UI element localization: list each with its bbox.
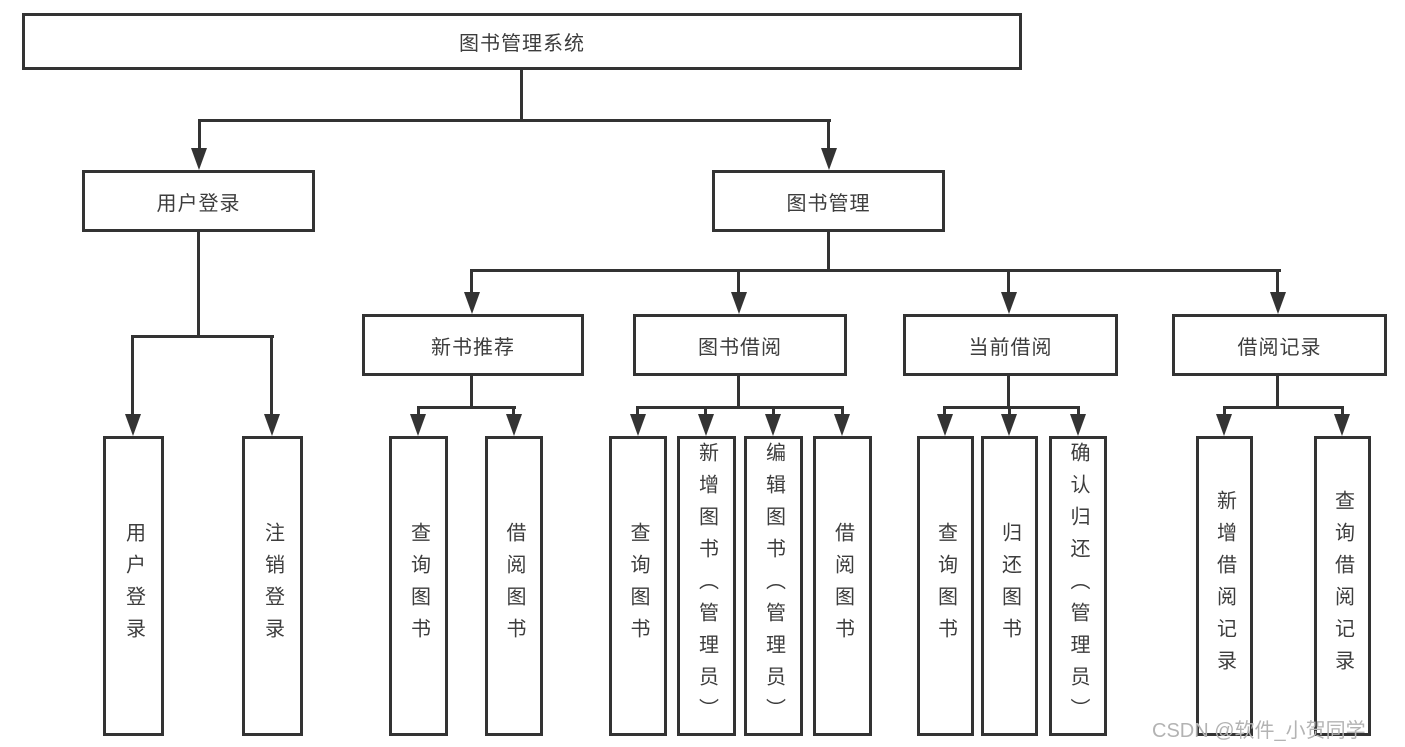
leaf-newrec-query-books: 查询图书 [389, 436, 448, 736]
connector-sec1-stem [470, 376, 473, 408]
leaf-add-books-admin-label: 新增图书（管理员） [695, 442, 718, 730]
arrowhead-sec3-leaf1 [937, 414, 953, 436]
connector-sec2-drop3 [772, 406, 775, 416]
leaf-newrec-borrow-books-label: 借阅图书 [503, 522, 525, 650]
arrowhead-leaf-login [125, 414, 141, 436]
leaf-add-borrow-record-label: 新增借阅记录 [1213, 490, 1236, 682]
leaf-borrowing-query-books: 查询图书 [609, 436, 667, 736]
connector-sec2-rail [636, 406, 844, 409]
connector-bookmgmt-stem [827, 232, 830, 271]
arrowhead-sec3-leaf2 [1001, 414, 1017, 436]
leaf-logout: 注销登录 [242, 436, 303, 736]
arrowhead-records [1270, 292, 1286, 314]
node-user-login-branch: 用户登录 [82, 170, 315, 232]
leaf-query-borrow-record-label: 查询借阅记录 [1331, 490, 1354, 682]
leaf-current-query-books: 查询图书 [917, 436, 974, 736]
arrowhead-sec2-leaf2 [698, 414, 714, 436]
leaf-current-query-books-label: 查询图书 [934, 522, 957, 650]
connector-sec1-drop1 [417, 406, 420, 416]
leaf-borrowing-borrow-books: 借阅图书 [813, 436, 872, 736]
connector-sec3-rail [943, 406, 1080, 409]
arrowhead-borrowing [731, 292, 747, 314]
arrowhead-book-mgmt [821, 148, 837, 170]
leaf-logout-label: 注销登录 [261, 522, 284, 650]
node-root: 图书管理系统 [22, 13, 1022, 70]
connector-drop-borrowing [737, 269, 740, 294]
arrowhead-sec2-leaf3 [765, 414, 781, 436]
connector-drop-user-login [198, 119, 201, 150]
connector-drop-newbooks [470, 269, 473, 294]
leaf-return-books: 归还图书 [981, 436, 1038, 736]
connector-sec3-stem [1007, 376, 1010, 408]
arrowhead-sec1-leaf2 [506, 414, 522, 436]
arrowhead-current [1001, 292, 1017, 314]
connector-drop-leaf-logout [270, 335, 273, 416]
connector-root-rail [198, 119, 831, 122]
leaf-edit-books-admin-label: 编辑图书（管理员） [762, 442, 785, 730]
leaf-user-login: 用户登录 [103, 436, 164, 736]
csdn-watermark: CSDN @软件_小贺同学 [1152, 720, 1366, 742]
arrowhead-sec4-leaf1 [1216, 414, 1232, 436]
node-book-borrowing: 图书借阅 [633, 314, 847, 376]
connector-sec3-drop1 [943, 406, 946, 416]
arrowhead-leaf-logout [264, 414, 280, 436]
arrowhead-sec1-leaf1 [410, 414, 426, 436]
leaf-edit-books-admin: 编辑图书（管理员） [744, 436, 803, 736]
leaf-return-books-label: 归还图书 [998, 522, 1021, 650]
connector-drop-current [1007, 269, 1010, 294]
connector-sec4-drop2 [1341, 406, 1344, 416]
leaf-confirm-return-admin: 确认归还（管理员） [1049, 436, 1107, 736]
arrowhead-user-login [191, 148, 207, 170]
leaf-query-borrow-record: 查询借阅记录 [1314, 436, 1371, 736]
arrowhead-sec2-leaf4 [834, 414, 850, 436]
node-current-borrowing: 当前借阅 [903, 314, 1118, 376]
connector-root-stem [520, 70, 523, 121]
connector-sec3-drop3 [1077, 406, 1080, 416]
node-new-book-recommend: 新书推荐 [362, 314, 584, 376]
arrowhead-sec4-leaf2 [1334, 414, 1350, 436]
node-borrow-records: 借阅记录 [1172, 314, 1387, 376]
connector-sec1-rail [417, 406, 516, 409]
leaf-confirm-return-admin-label: 确认归还（管理员） [1067, 442, 1089, 730]
leaf-add-borrow-record: 新增借阅记录 [1196, 436, 1253, 736]
connector-userlogin-stem [197, 232, 200, 337]
connector-drop-records [1276, 269, 1279, 294]
connector-sec4-drop1 [1223, 406, 1226, 416]
connector-bookmgmt-rail [470, 269, 1281, 272]
connector-drop-leaf-login [131, 335, 134, 416]
leaf-borrowing-query-books-label: 查询图书 [627, 522, 649, 650]
connector-sec2-drop1 [636, 406, 639, 416]
connector-sec4-rail [1223, 406, 1344, 409]
connector-sec2-drop4 [841, 406, 844, 416]
leaf-borrowing-borrow-books-label: 借阅图书 [831, 522, 854, 650]
arrowhead-newbooks [464, 292, 480, 314]
connector-sec2-stem [737, 376, 740, 408]
connector-userlogin-rail [131, 335, 274, 338]
leaf-newrec-borrow-books: 借阅图书 [485, 436, 543, 736]
leaf-newrec-query-books-label: 查询图书 [407, 522, 430, 650]
connector-sec1-drop2 [512, 406, 515, 416]
arrowhead-sec3-leaf3 [1070, 414, 1086, 436]
connector-sec3-drop2 [1008, 406, 1011, 416]
leaf-add-books-admin: 新增图书（管理员） [677, 436, 736, 736]
arrowhead-sec2-leaf1 [630, 414, 646, 436]
node-book-management-branch: 图书管理 [712, 170, 945, 232]
leaf-user-login-label: 用户登录 [122, 522, 145, 650]
connector-sec2-drop2 [704, 406, 707, 416]
connector-sec4-stem [1276, 376, 1279, 408]
connector-drop-book-mgmt [827, 119, 830, 150]
